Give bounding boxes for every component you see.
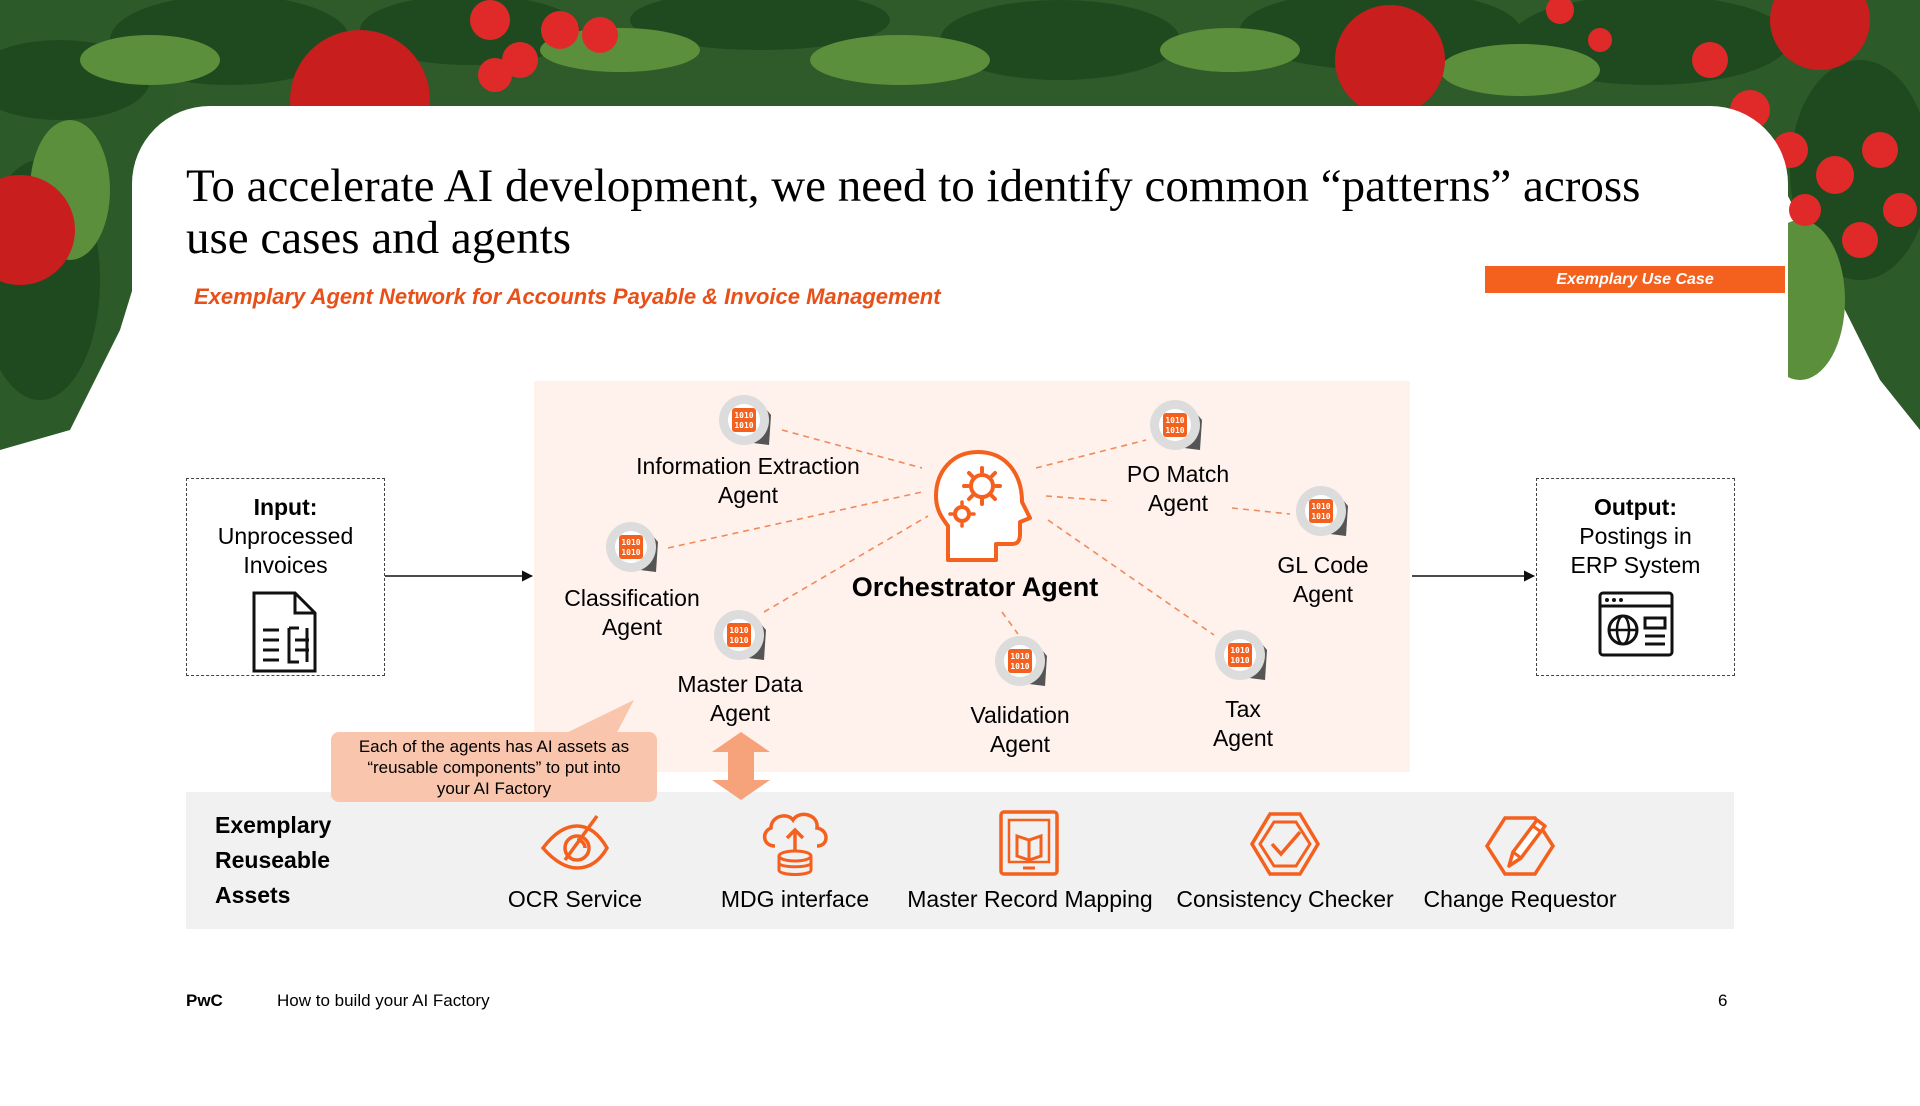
svg-text:1010: 1010 <box>1230 656 1249 665</box>
eye-scan-icon <box>540 814 610 870</box>
svg-text:1010: 1010 <box>1311 502 1330 511</box>
asset-label: MDG interface <box>720 886 870 912</box>
slide-title: To accelerate AI development, we need to… <box>186 160 1641 264</box>
link-classification <box>667 491 923 549</box>
input-box: Input: Unprocessed Invoices <box>186 478 385 676</box>
hexagon-check-icon <box>1249 812 1321 876</box>
svg-text:1010: 1010 <box>1165 426 1184 435</box>
link-validation <box>1001 611 1019 635</box>
po-match-agent-icon: 1010 1010 <box>1150 400 1202 450</box>
footer-title: How to build your AI Factory <box>277 991 490 1010</box>
footer-brand: PwC <box>186 991 223 1010</box>
output-line-2: ERP System <box>1570 552 1701 578</box>
svg-text:1010: 1010 <box>621 548 640 557</box>
reusable-assets-band <box>186 792 1734 929</box>
asset-mdg-interface: MDG interface <box>700 806 890 913</box>
assets-title: Exemplary Reuseable Assets <box>215 812 332 908</box>
svg-text:1010: 1010 <box>729 626 748 635</box>
classification-agent-icon: 1010 1010 <box>606 522 658 572</box>
output-header: Output: <box>1593 494 1677 520</box>
link-po-to-gl <box>1231 507 1291 515</box>
double-arrow-icon <box>712 732 770 800</box>
asset-consistency-checker: Consistency Checker <box>1170 810 1400 913</box>
master-data-agent-icon: 1010 1010 <box>714 610 766 660</box>
orchestrator-agent-label: Orchestrator Agent <box>851 572 1099 602</box>
link-tax <box>1047 519 1215 636</box>
tax-agent-icon: 1010 1010 <box>1215 630 1267 680</box>
output-line-1: Postings in <box>1579 523 1692 549</box>
asset-label: Change Requestor <box>1423 886 1617 912</box>
agent-network-panel <box>534 381 1410 772</box>
svg-text:1010: 1010 <box>621 538 640 547</box>
connection-lines <box>385 429 1536 636</box>
document-icon <box>252 591 316 673</box>
svg-text:1010: 1010 <box>1165 416 1184 425</box>
slide-subtitle: Exemplary Agent Network for Accounts Pay… <box>194 284 941 309</box>
hexagon-pencil-icon <box>1484 816 1556 876</box>
validation-agent-icon: 1010 1010 <box>995 636 1047 686</box>
reusable-components-callout: Each of the agents has AI assets as “reu… <box>331 732 657 802</box>
input-line-2: Invoices <box>243 552 328 578</box>
link-master-data <box>763 515 929 613</box>
gl-code-agent-icon: 1010 1010 <box>1296 486 1348 536</box>
svg-text:1010: 1010 <box>734 421 753 430</box>
asset-label: Master Record Mapping <box>907 886 1153 912</box>
input-line-1: Unprocessed <box>217 523 354 549</box>
input-header: Input: <box>253 494 318 520</box>
output-box: Output: Postings in ERP System <box>1536 478 1735 676</box>
web-window-icon <box>1598 591 1673 657</box>
svg-text:1010: 1010 <box>734 411 753 420</box>
link-po-match <box>1035 439 1147 469</box>
asset-label: OCR Service <box>507 886 643 912</box>
cloud-upload-database-icon <box>762 812 828 876</box>
svg-text:1010: 1010 <box>1230 646 1249 655</box>
asset-label: Consistency Checker <box>1176 886 1394 912</box>
link-information-extraction <box>781 429 923 469</box>
svg-text:1010: 1010 <box>1010 652 1029 661</box>
page-number: 6 <box>1718 991 1728 1010</box>
use-case-tag: Exemplary Use Case <box>1485 266 1785 293</box>
head-gears-icon <box>934 450 1032 562</box>
information-extraction-agent-icon: 1010 1010 <box>719 395 771 445</box>
asset-master-record-mapping: Master Record Mapping <box>895 808 1165 913</box>
book-tablet-icon <box>999 810 1059 876</box>
asset-change-requestor: Change Requestor <box>1415 810 1625 913</box>
svg-text:1010: 1010 <box>729 636 748 645</box>
svg-text:1010: 1010 <box>1010 662 1029 671</box>
slide: To accelerate AI development, we need to… <box>186 160 1785 1010</box>
asset-ocr-service: OCR Service <box>480 810 670 913</box>
svg-text:1010: 1010 <box>1311 512 1330 521</box>
link-gl-code <box>1045 495 1113 502</box>
